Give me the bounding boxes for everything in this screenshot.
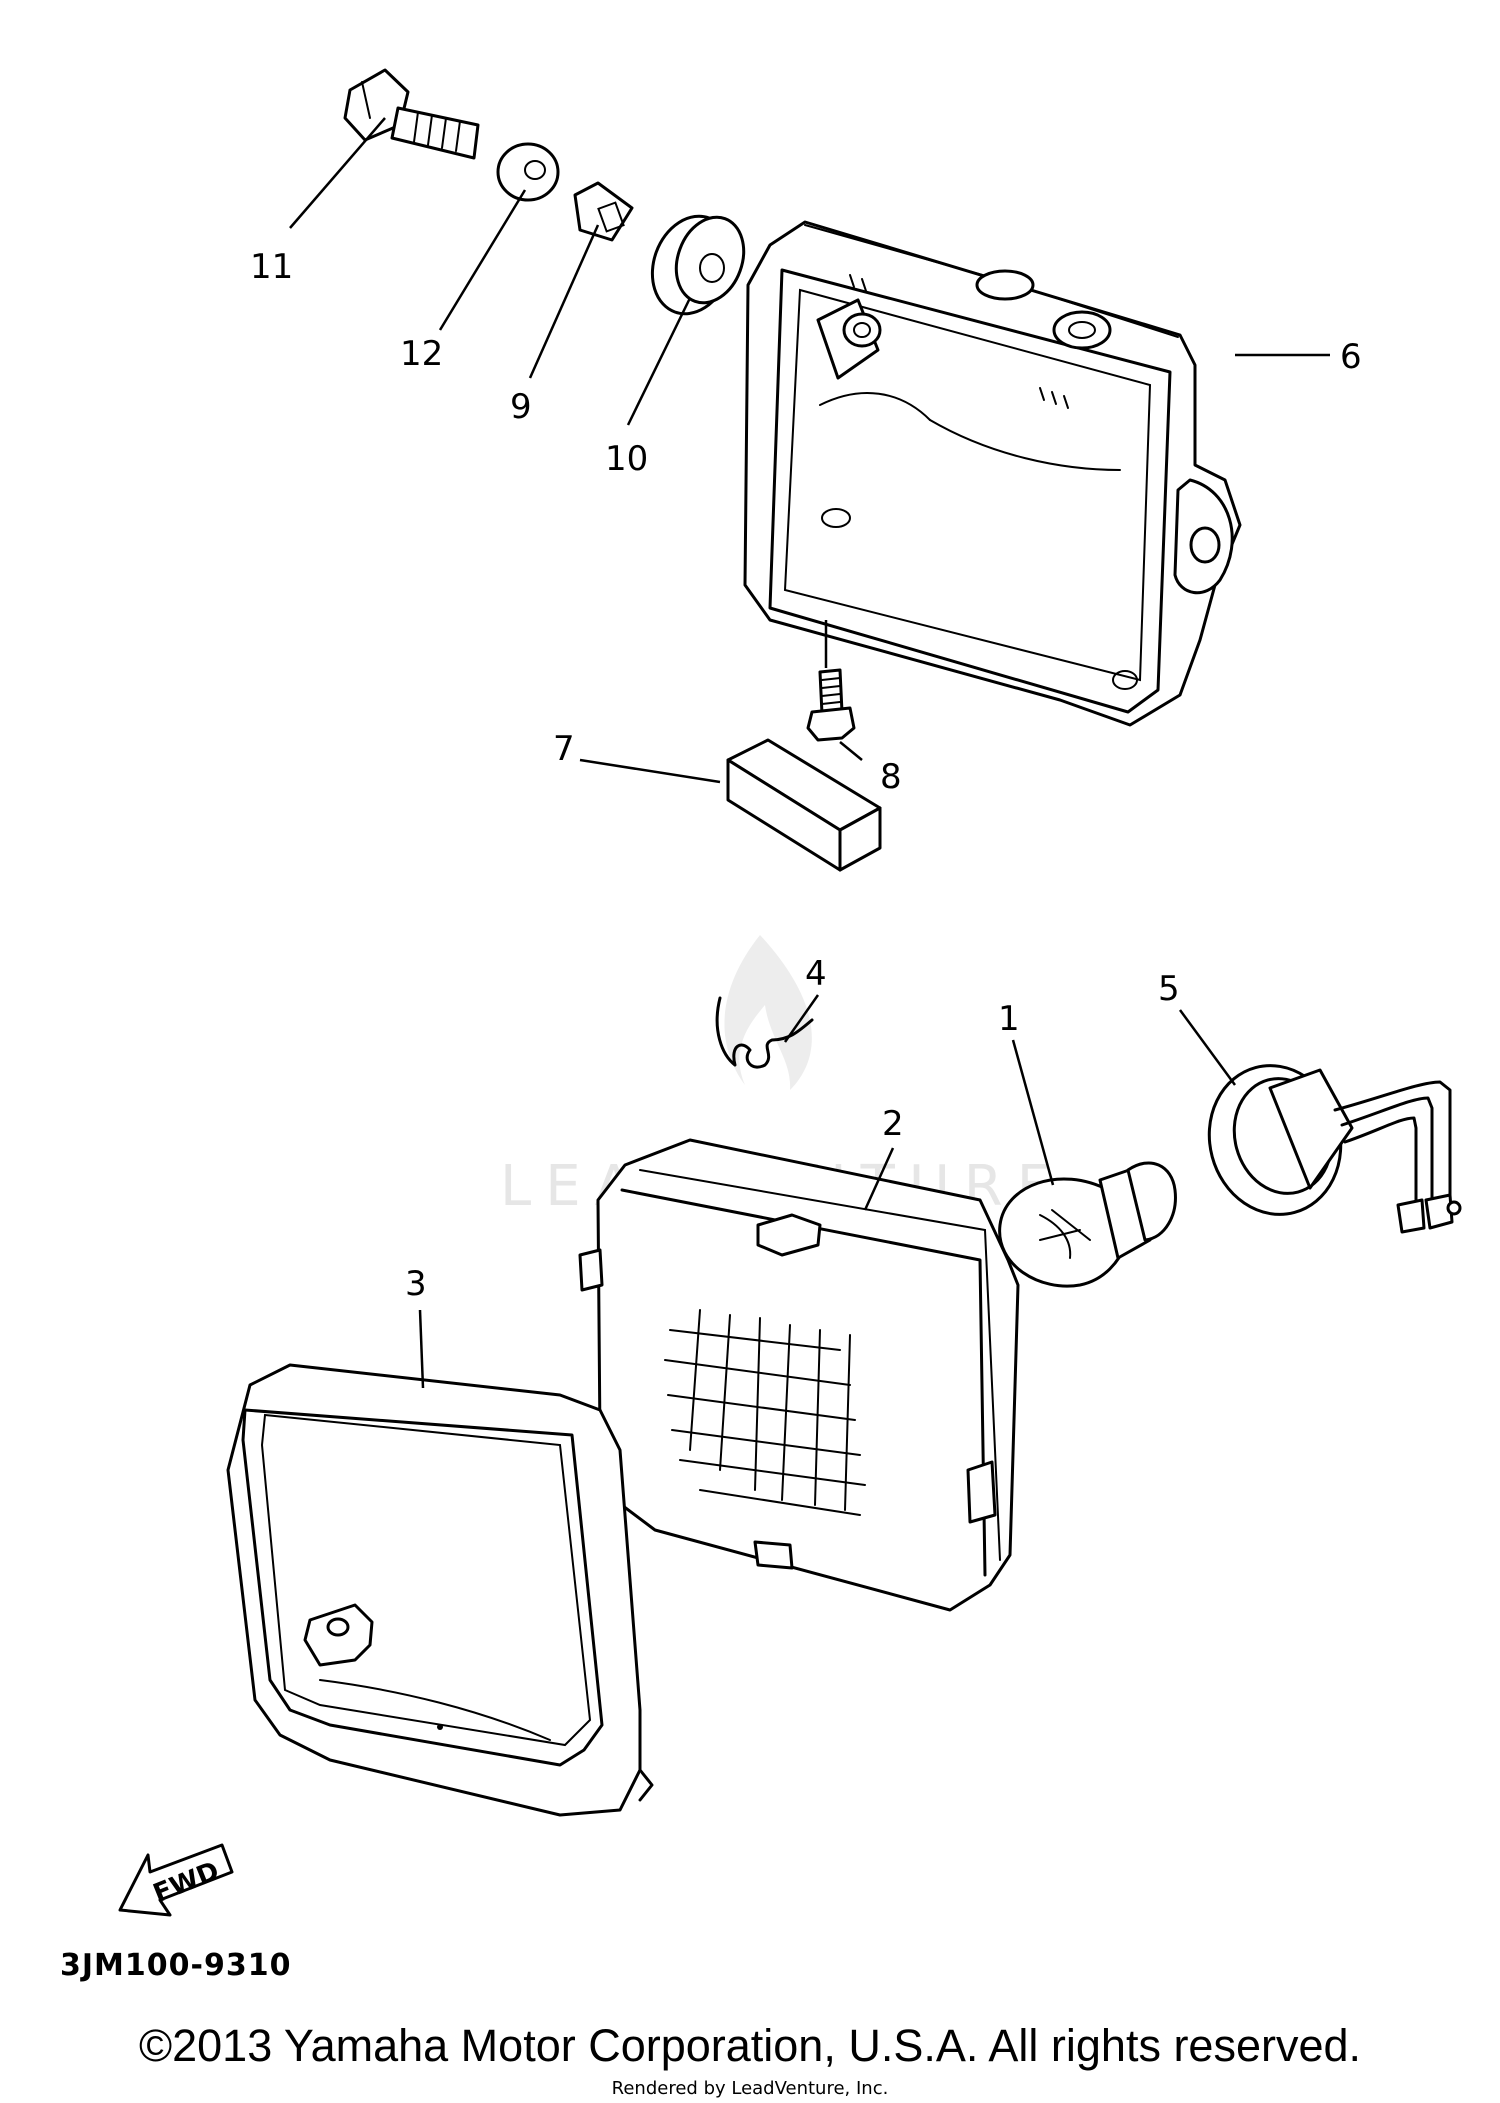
part-2-lens-unit [578, 1138, 1020, 1612]
fwd-direction-arrow: FWD [118, 1843, 234, 1917]
callouts: 11 12 9 10 6 8 7 4 5 1 2 3 [250, 247, 1362, 1304]
callout-5: 5 [1158, 969, 1180, 1009]
callout-4: 4 [805, 954, 827, 994]
callout-3: 3 [405, 1264, 427, 1304]
diagram-code: 3JM100-9310 [60, 1948, 291, 1983]
leader-lines [289, 117, 1330, 1389]
callout-12: 12 [400, 334, 443, 374]
part-8-screw [806, 668, 856, 742]
part-4-spring [715, 996, 814, 1069]
callout-6: 6 [1340, 337, 1362, 377]
rendered-by-notice: Rendered by LeadVenture, Inc. [611, 2078, 889, 2099]
part-11-bolt [343, 68, 480, 160]
callout-2: 2 [882, 1104, 904, 1144]
part-5-socket [1207, 1064, 1462, 1234]
callout-8: 8 [880, 757, 902, 797]
copyright-notice: ©2013 Yamaha Motor Corporation, U.S.A. A… [138, 2020, 1362, 2071]
part-7-block [726, 738, 882, 872]
part-12-washer [496, 142, 560, 202]
watermark-flame-icon [724, 935, 812, 1090]
part-1-bulb [998, 1161, 1177, 1288]
callout-9: 9 [510, 387, 532, 427]
callout-7: 7 [553, 729, 575, 769]
part-6-housing [743, 220, 1242, 727]
callout-11: 11 [250, 247, 293, 287]
part-10-grommet [650, 214, 746, 316]
part-3-rim [226, 1363, 654, 1817]
part-9-collar [573, 181, 634, 242]
callout-10: 10 [605, 439, 648, 479]
callout-1: 1 [998, 999, 1020, 1039]
